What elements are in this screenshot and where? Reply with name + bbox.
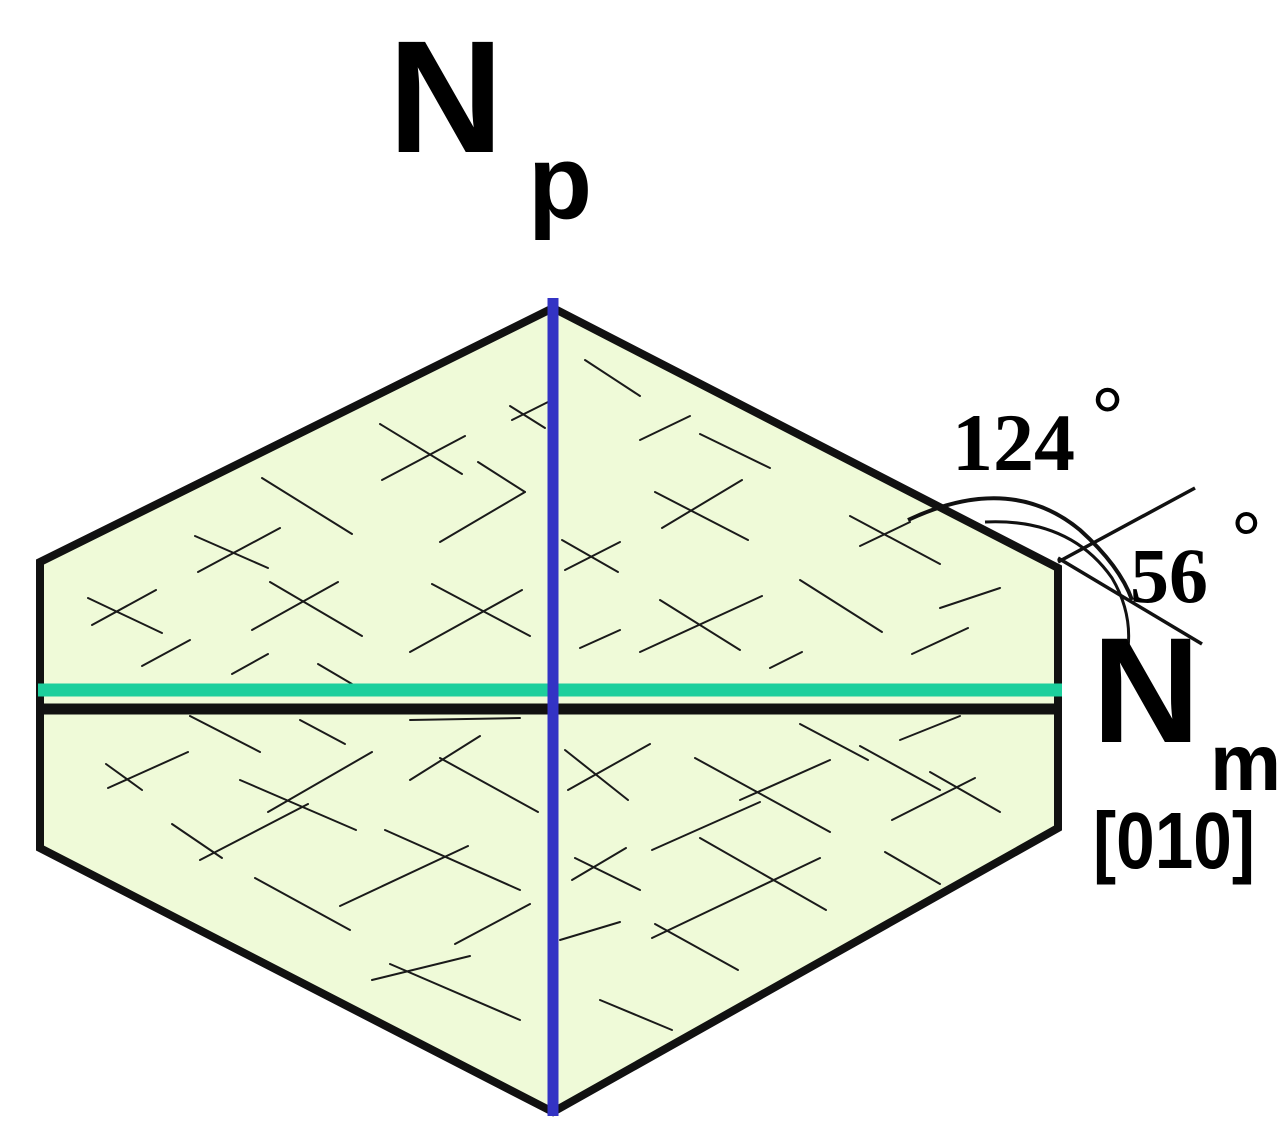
np-label-subscript: p <box>528 124 592 241</box>
direction-label: [010] <box>1093 796 1255 885</box>
angle-arc-124 <box>907 496 1134 601</box>
angle-reference-line-2 <box>1057 556 1203 646</box>
cleavage-traces <box>87 359 1001 1031</box>
nm-label-subscript: m <box>1210 718 1281 807</box>
angle-label-124: 124 <box>952 397 1075 488</box>
degree-symbol-56: ° <box>1232 496 1261 576</box>
degree-symbol-124: ° <box>1092 370 1123 457</box>
nm-label-main: N <box>1092 606 1200 774</box>
angle-arc-56 <box>984 520 1131 649</box>
angle-label-56: 56 <box>1130 532 1208 619</box>
angle-reference-line <box>1057 486 1196 564</box>
np-label-main: N <box>388 7 504 186</box>
